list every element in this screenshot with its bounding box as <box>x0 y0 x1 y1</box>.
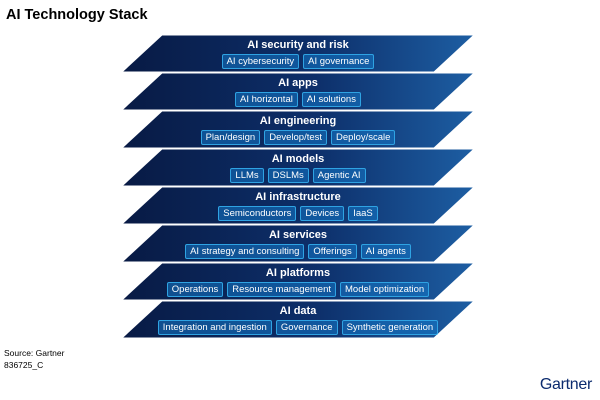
document-code: 836725_C <box>4 360 44 370</box>
source-note: Source: Gartner <box>4 348 65 358</box>
layer-chip: IaaS <box>348 206 378 221</box>
layer-chip: AI solutions <box>301 92 361 107</box>
layer-title: AI apps <box>278 77 318 89</box>
layer-chip: LLMs <box>230 168 264 183</box>
layer-chip: Develop/test <box>264 130 328 145</box>
stack-layer-shape <box>120 186 476 225</box>
layer-chip: AI agents <box>360 244 411 259</box>
stack-layer-shape <box>120 34 476 73</box>
layer-title: AI security and risk <box>247 39 349 51</box>
layer-title: AI engineering <box>259 115 337 127</box>
layer-chip: Synthetic generation <box>341 320 439 335</box>
stack-layer-shape <box>120 148 476 187</box>
layer-chip: AI strategy and consulting <box>185 244 305 259</box>
layer-title: AI models <box>271 153 325 165</box>
layer-title: AI services <box>268 229 328 241</box>
layer-chip: AI governance <box>303 54 375 69</box>
layer-chip: Plan/design <box>200 130 261 145</box>
layer-chip: Governance <box>275 320 338 335</box>
layer-chip: Semiconductors <box>218 206 297 221</box>
layer-chip: Resource management <box>227 282 336 297</box>
layer-chip: Devices <box>300 206 345 221</box>
page-title: AI Technology Stack <box>6 7 148 23</box>
gartner-logo: Gartner <box>539 376 592 393</box>
layer-chip: Model optimization <box>340 282 430 297</box>
layer-chip: AI cybersecurity <box>221 54 300 69</box>
layer-chip: Integration and ingestion <box>157 320 272 335</box>
layer-title: AI infrastructure <box>255 191 341 203</box>
layer-chip: AI horizontal <box>235 92 298 107</box>
layer-title: AI data <box>279 305 317 317</box>
layer-chip: DSLMs <box>267 168 309 183</box>
layer-chip: Offerings <box>308 244 357 259</box>
layer-chip: Operations <box>166 282 224 297</box>
stack-layer-shape <box>120 72 476 111</box>
layer-title: AI platforms <box>265 267 331 279</box>
layer-chip: Deploy/scale <box>331 130 396 145</box>
layer-chip: Agentic AI <box>312 168 366 183</box>
